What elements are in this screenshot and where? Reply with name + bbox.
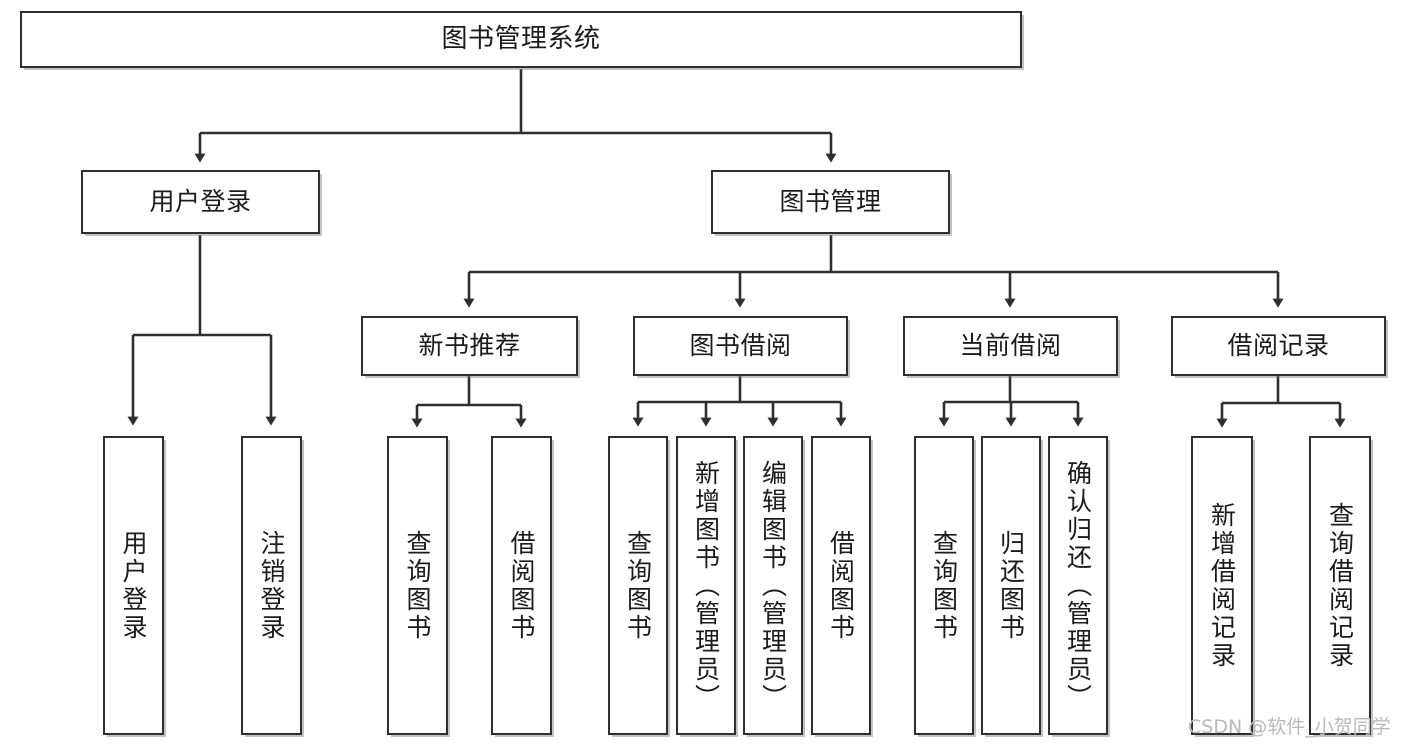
node-borrow-record[interactable]: 借阅记录	[1171, 316, 1386, 376]
node-book-borrow[interactable]: 图书借阅	[633, 316, 848, 376]
leaf-confirm-return-label: 确认归还（管理员）	[1063, 459, 1093, 712]
leaf-logout-label: 注销登录	[257, 529, 286, 642]
leaf-query-record-label: 查询借阅记录	[1325, 501, 1355, 670]
watermark: CSDN @软件_小贺同学	[1188, 716, 1391, 738]
leaf-borrow-book-2-label: 借阅图书	[826, 529, 856, 642]
leaf-edit-book[interactable]: 编辑图书（管理员）	[743, 436, 803, 735]
node-current-borrow[interactable]: 当前借阅	[903, 316, 1118, 376]
node-user-login-label: 用户登录	[149, 187, 252, 217]
node-borrow-record-label: 借阅记录	[1227, 331, 1330, 361]
leaf-user-login[interactable]: 用户登录	[103, 436, 164, 735]
leaf-borrow-book-1[interactable]: 借阅图书	[491, 436, 552, 735]
node-new-book-recommend-label: 新书推荐	[418, 331, 521, 361]
node-user-login[interactable]: 用户登录	[81, 170, 320, 234]
leaf-query-record[interactable]: 查询借阅记录	[1309, 436, 1371, 735]
node-book-manage-label: 图书管理	[779, 187, 882, 217]
node-book-manage[interactable]: 图书管理	[711, 170, 950, 234]
leaf-query-book-1[interactable]: 查询图书	[387, 436, 448, 735]
node-new-book-recommend[interactable]: 新书推荐	[361, 316, 578, 376]
leaf-return-book[interactable]: 归还图书	[981, 436, 1041, 735]
leaf-logout[interactable]: 注销登录	[241, 436, 302, 735]
node-book-borrow-label: 图书借阅	[689, 331, 792, 361]
leaf-confirm-return[interactable]: 确认归还（管理员）	[1048, 436, 1108, 735]
leaf-borrow-book-1-label: 借阅图书	[507, 529, 536, 642]
leaf-query-book-2[interactable]: 查询图书	[608, 436, 668, 735]
leaf-return-book-label: 归还图书	[996, 529, 1026, 642]
leaf-add-record[interactable]: 新增借阅记录	[1191, 436, 1253, 735]
node-current-borrow-label: 当前借阅	[959, 331, 1062, 361]
leaf-query-book-1-label: 查询图书	[403, 529, 432, 642]
leaf-query-book-3-label: 查询图书	[929, 529, 959, 642]
leaf-add-book-label: 新增图书（管理员）	[691, 459, 721, 712]
leaf-borrow-book-2[interactable]: 借阅图书	[811, 436, 871, 735]
leaf-user-login-label: 用户登录	[119, 529, 148, 642]
node-root[interactable]: 图书管理系统	[20, 11, 1022, 68]
leaf-add-book[interactable]: 新增图书（管理员）	[676, 436, 736, 735]
node-root-label: 图书管理系统	[441, 24, 601, 55]
leaf-add-record-label: 新增借阅记录	[1207, 501, 1237, 670]
leaf-query-book-3[interactable]: 查询图书	[914, 436, 974, 735]
leaf-query-book-2-label: 查询图书	[623, 529, 653, 642]
leaf-edit-book-label: 编辑图书（管理员）	[758, 459, 788, 712]
